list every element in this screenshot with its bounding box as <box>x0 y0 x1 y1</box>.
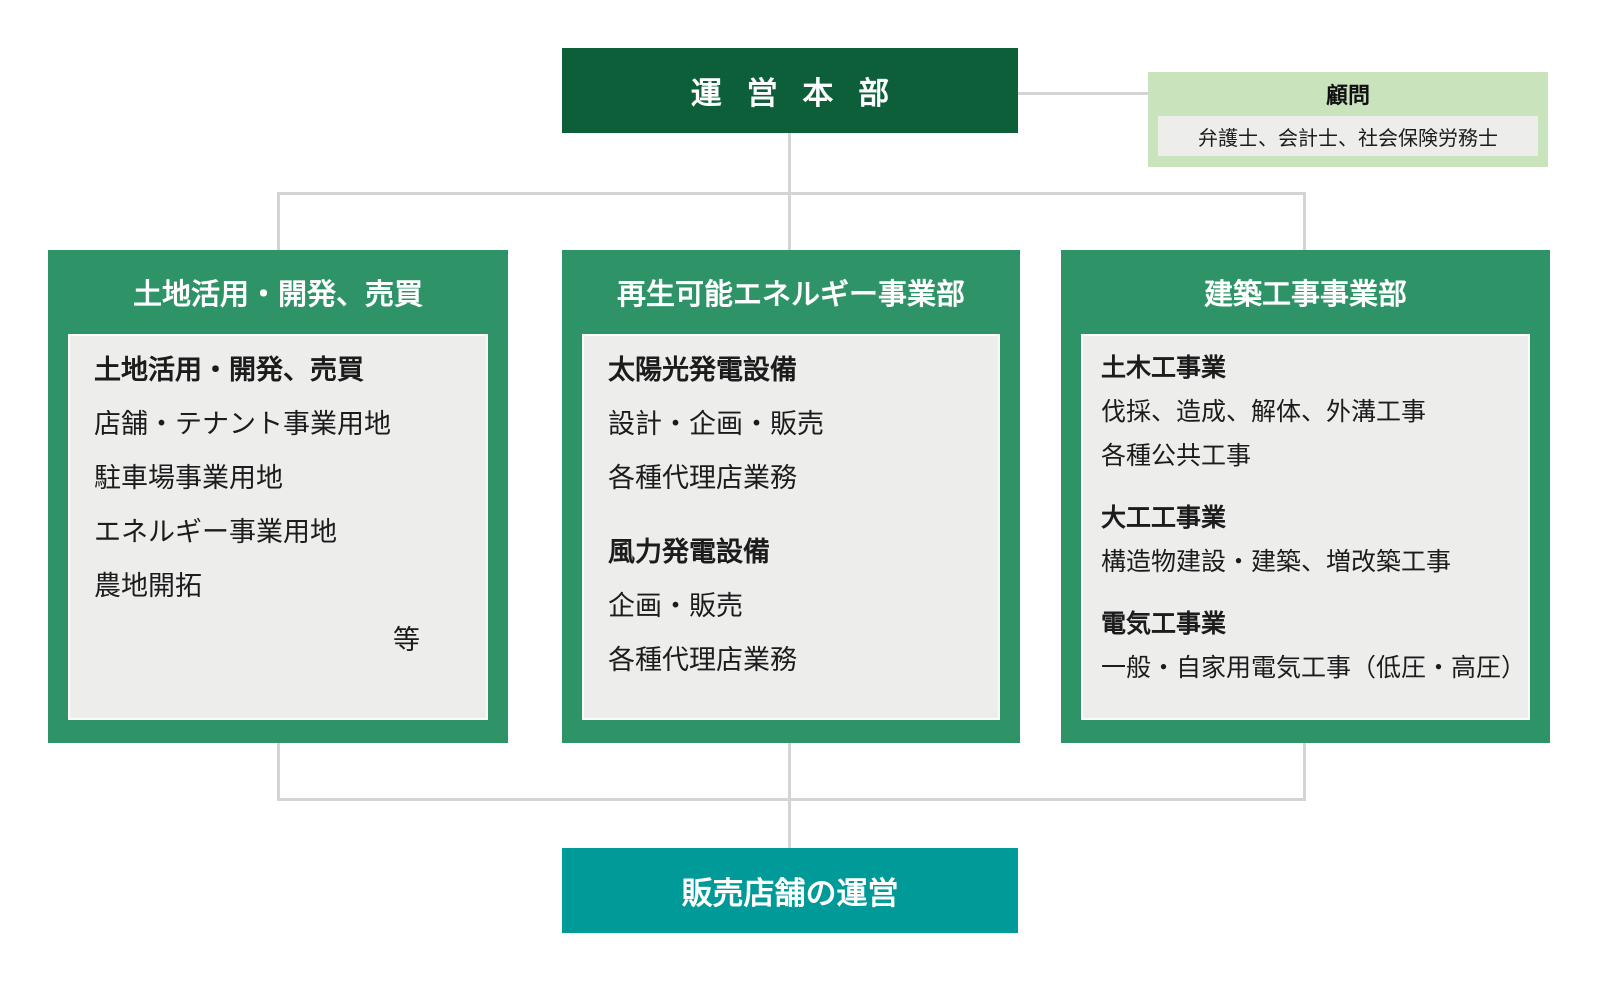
connector-bottom-horizontal <box>277 798 1306 801</box>
group-item: 各種代理店業務 <box>608 463 797 494</box>
dept-energy-title: 再生可能エネルギー事業部 <box>616 277 965 311</box>
group-heading: 風力発電設備 <box>608 537 770 568</box>
group-heading: 電気工事業 <box>1101 609 1227 638</box>
dept-construction-group-carpentry: 大工工事業 構造物建設・建築、増改築工事 <box>1101 496 1510 584</box>
group-heading: 大工工事業 <box>1101 503 1227 532</box>
connector-up-right <box>1303 743 1306 801</box>
group-heading: 太陽光発電設備 <box>608 355 797 386</box>
connector-bottom-down <box>788 798 791 850</box>
dept-land-panel: 土地活用・開発、売買 店舗・テナント事業用地 駐車場事業用地 エネルギー事業用地… <box>68 334 488 720</box>
group-item: 各種代理店業務 <box>608 645 797 676</box>
dept-energy-group-solar: 太陽光発電設備 設計・企画・販売 各種代理店業務 <box>608 344 974 506</box>
bottom-node-box: 販売店舗の運営 <box>562 848 1018 933</box>
dept-construction-panel: 土木工事業 伐採、造成、解体、外溝工事 各種公共工事 大工工事業 構造物建設・建… <box>1081 334 1530 720</box>
dept-box-energy: 再生可能エネルギー事業部 太陽光発電設備 設計・企画・販売 各種代理店業務 風力… <box>562 250 1020 743</box>
group-item: 各種公共工事 <box>1101 441 1252 470</box>
connector-up-center <box>788 743 791 801</box>
group-item: 構造物建設・建築、増改築工事 <box>1101 547 1452 576</box>
group-item: 農地開拓 <box>94 571 202 602</box>
connector-drop-center <box>788 192 791 252</box>
group-item: 設計・企画・販売 <box>608 409 824 440</box>
connector-top-horizontal <box>277 192 1306 195</box>
group-heading: 土木工事業 <box>1101 353 1227 382</box>
group-item: エネルギー事業用地 <box>94 517 337 548</box>
root-node-label: 運営本部 <box>690 76 914 112</box>
bottom-node-label: 販売店舗の運営 <box>681 876 899 912</box>
advisor-members: 弁護士、会計士、社会保険労務士 <box>1158 116 1538 156</box>
dept-construction-title: 建築工事事業部 <box>1203 277 1407 311</box>
group-item: 企画・販売 <box>608 591 743 622</box>
dept-energy-group-wind: 風力発電設備 企画・販売 各種代理店業務 <box>608 526 974 688</box>
group-item: 一般・自家用電気工事（低圧・高圧） <box>1101 653 1527 682</box>
connector-root-down <box>788 133 791 195</box>
group-item: 駐車場事業用地 <box>94 463 283 494</box>
dept-energy-panel: 太陽光発電設備 設計・企画・販売 各種代理店業務 風力発電設備 企画・販売 各種… <box>582 334 1000 720</box>
connector-drop-left <box>277 192 280 252</box>
connector-root-to-advisor <box>1018 92 1148 95</box>
connector-drop-right <box>1303 192 1306 252</box>
dept-land-title: 土地活用・開発、売買 <box>132 277 423 311</box>
dept-construction-group-electrical: 電気工事業 一般・自家用電気工事（低圧・高圧） <box>1101 602 1527 690</box>
advisor-title: 顧問 <box>1325 84 1370 109</box>
group-item: 店舗・テナント事業用地 <box>94 409 391 440</box>
group-item: 伐採、造成、解体、外溝工事 <box>1101 397 1427 426</box>
advisor-box: 顧問 弁護士、会計士、社会保険労務士 <box>1148 72 1548 167</box>
dept-box-land: 土地活用・開発、売買 土地活用・開発、売買 店舗・テナント事業用地 駐車場事業用… <box>48 250 508 743</box>
dept-construction-group-civil: 土木工事業 伐採、造成、解体、外溝工事 各種公共工事 <box>1101 346 1510 478</box>
etc-label: 等 <box>393 625 420 656</box>
dept-land-group: 土地活用・開発、売買 店舗・テナント事業用地 駐車場事業用地 エネルギー事業用地… <box>94 344 462 614</box>
connector-up-left <box>277 743 280 801</box>
group-heading: 土地活用・開発、売買 <box>94 355 364 386</box>
root-node-box: 運営本部 <box>562 48 1018 133</box>
dept-box-construction: 建築工事事業部 土木工事業 伐採、造成、解体、外溝工事 各種公共工事 大工工事業… <box>1061 250 1550 743</box>
